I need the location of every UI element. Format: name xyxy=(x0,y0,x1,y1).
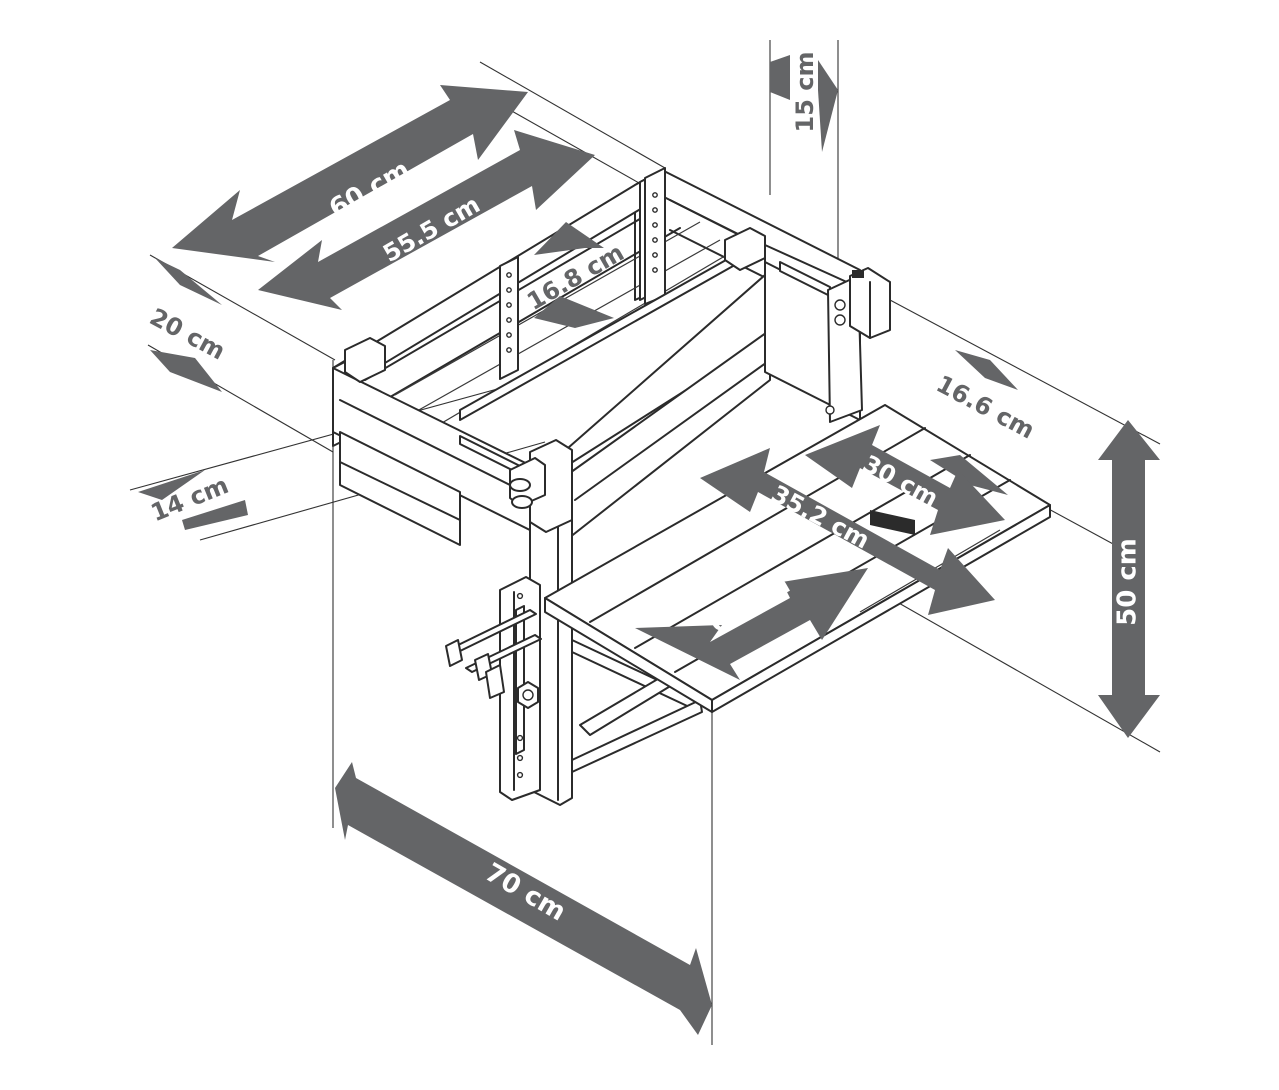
label-total-height: 50 cm xyxy=(1113,538,1143,626)
dimension-back-panel: 16.8 cm xyxy=(522,222,629,328)
dimension-box-depth: 14 cm xyxy=(138,470,248,530)
dimension-box-height: 20 cm xyxy=(145,258,230,392)
dimension-box-length: 60 cm xyxy=(172,85,528,262)
label-table-board: 16.6 cm xyxy=(932,370,1039,445)
label-bracket-top: 15 cm xyxy=(791,52,819,133)
planter-box xyxy=(332,167,891,546)
dimension-total-depth: 70 cm xyxy=(335,762,712,1035)
bracket-frame xyxy=(445,439,703,806)
dimension-total-height: 50 cm xyxy=(1098,420,1160,738)
dimension-bracket-top: 15 cm xyxy=(770,52,838,152)
